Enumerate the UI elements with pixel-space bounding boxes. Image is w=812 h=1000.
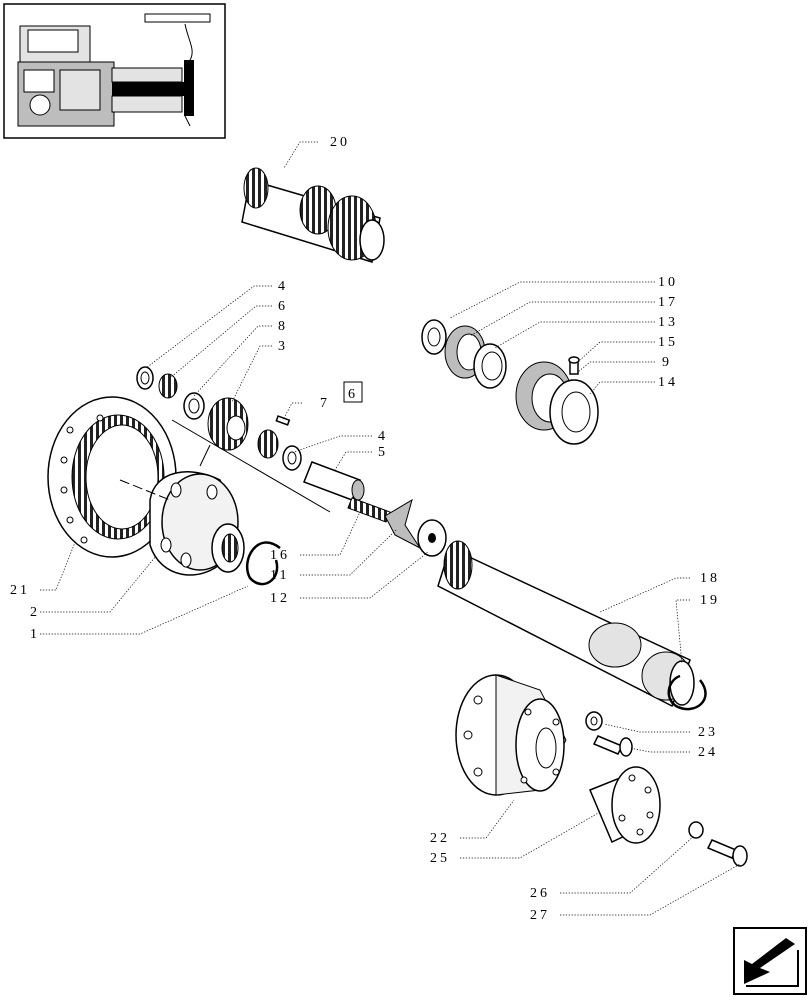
callout-13: 13 — [658, 315, 678, 330]
callout-6-boxed: 6 — [348, 387, 358, 402]
callout-2: 2 — [30, 605, 40, 620]
callout-8: 8 — [278, 319, 288, 334]
callout-6: 6 — [278, 299, 288, 314]
planet-gear-stack — [136, 366, 302, 471]
parts-26-27-washer-bolt — [688, 821, 748, 867]
callout-27: 27 — [530, 908, 550, 923]
part-20-gear-shaft — [241, 167, 385, 263]
callout-4-top: 4 — [278, 279, 288, 294]
part-22-hub — [455, 674, 567, 796]
part-21-ring-gear — [47, 396, 177, 558]
part-18-axle-shaft — [437, 540, 695, 708]
callout-20: 20 — [330, 135, 350, 150]
callout-7: 7 — [320, 396, 330, 411]
part-25-sleeve — [589, 766, 661, 844]
callout-1: 1 — [30, 627, 40, 642]
part-12-washer — [417, 519, 447, 557]
callout-22: 22 — [430, 831, 450, 846]
part-1-circlip — [245, 541, 281, 586]
callout-16: 16 — [270, 548, 290, 563]
part-2-planet-carrier — [149, 471, 245, 576]
part-16-bolt — [347, 497, 391, 523]
tractor-location-thumbnail — [3, 3, 226, 139]
callout-12: 12 — [270, 591, 290, 606]
callout-10: 10 — [658, 275, 678, 290]
callout-24: 24 — [698, 745, 718, 760]
callout-17: 17 — [658, 295, 678, 310]
callout-18: 18 — [700, 571, 720, 586]
callout-23: 23 — [698, 725, 718, 740]
boxed-callout-frame — [343, 381, 363, 403]
callout-21: 21 — [10, 583, 30, 598]
callout-numbers: 20 10 17 13 15 9 14 4 6 8 3 7 6 4 5 16 1… — [10, 135, 720, 923]
callout-15: 15 — [658, 335, 678, 350]
callout-4-lower: 4 — [378, 429, 388, 444]
callout-11: 11 — [270, 568, 289, 583]
callout-19: 19 — [700, 593, 720, 608]
callout-5: 5 — [378, 445, 388, 460]
callout-25: 25 — [430, 851, 450, 866]
part-11-plate — [384, 498, 422, 550]
callout-3: 3 — [278, 339, 288, 354]
callout-14: 14 — [658, 375, 678, 390]
part-5-pin — [303, 461, 365, 501]
callout-26: 26 — [530, 886, 550, 901]
leader-lines — [40, 141, 741, 916]
bearing-cluster — [421, 319, 599, 445]
previous-page-arrow-icon[interactable] — [733, 927, 807, 995]
parts-23-24-washer-bolt — [585, 711, 633, 757]
callout-9: 9 — [662, 355, 672, 370]
part-19-circlip — [667, 674, 707, 711]
